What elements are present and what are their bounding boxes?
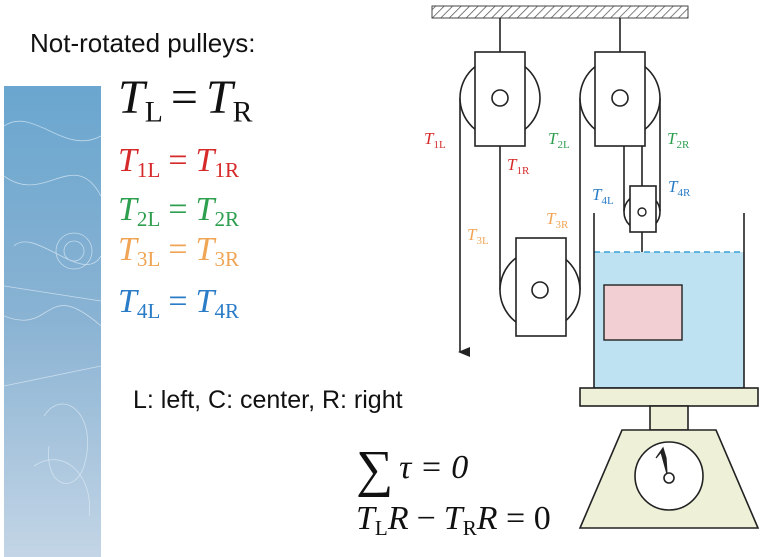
torque-r1: R [387,500,409,537]
submerged-block [603,284,683,341]
eq-op: = [168,142,188,179]
eq-op: = [168,191,188,228]
sigma-symbol: ∑ [356,441,394,498]
label-t2l: T2L [548,129,570,151]
pulley-axle-left [491,89,509,107]
torque-t1-sub: L [374,515,388,540]
torque-tail: = 0 [497,500,551,537]
pulley-axle-right [611,89,629,107]
equation-row: T2L=T2R [118,191,239,232]
label-t1r: T1R [507,155,530,177]
label-t4r: T4R [668,177,691,199]
eq-main-op: = [170,71,198,124]
legend-text: L: left, C: center, R: right [133,386,403,414]
equation-main: TL=TR [118,70,253,129]
eq-rhs-sub: 2R [214,206,240,231]
eq-op: = [168,283,188,320]
torque-t2-sub: R [462,515,477,540]
slide-heading: Not-rotated pulleys: [30,28,256,58]
eq-rhs: T [195,191,215,228]
eq-rhs-sub: 3R [214,246,240,271]
equation-row: T1L=T1R [118,142,239,183]
eq-rhs: T [195,142,215,179]
torque-r2: R [476,500,498,537]
label-t1l: T1L [424,129,446,151]
eq-lhs-sub: 2L [136,206,161,231]
eq-lhs: T [118,142,137,179]
eq-main-lhs-sub: L [144,95,163,129]
torque-t2: T [443,500,463,537]
sum-equation-text: τ = 0 [399,449,469,486]
torque-minus: − [416,500,436,537]
torque-sum-equation: ∑τ = 0 [356,440,468,499]
eq-rhs-sub: 1R [214,157,240,182]
label-t4l: T4L [592,185,614,207]
eq-lhs-sub: 3L [136,246,161,271]
eq-rhs-sub: 4R [214,298,240,323]
equation-row: T4L=T4R [118,283,239,324]
scale-needle-icon [655,446,668,475]
eq-lhs: T [118,283,137,320]
scale-platform [579,387,759,407]
eq-main-rhs: T [205,71,233,124]
eq-lhs: T [118,231,137,268]
eq-lhs-sub: 1L [136,157,161,182]
pulley-axle-small [637,207,647,217]
ceiling [431,5,689,19]
label-t2r: T2R [667,129,690,151]
decorative-side-strip [4,86,101,557]
scale-neck [649,405,689,431]
eq-rhs: T [195,283,215,320]
torque-t1: T [356,500,375,537]
scale-dial-hub [663,472,675,484]
torque-balance-equation: TLR−TRR = 0 [356,500,551,541]
label-t3l: T3L [467,225,489,247]
pulley-axle-lower [531,281,549,299]
eq-main-rhs-sub: R [232,95,253,129]
eq-op: = [168,231,188,268]
eq-main-lhs: T [118,71,145,124]
eq-lhs-sub: 4L [136,298,161,323]
label-t3r: T3R [546,209,569,231]
eq-rhs: T [195,231,215,268]
eq-lhs: T [118,191,137,228]
equation-row: T3L=T3R [118,231,239,272]
